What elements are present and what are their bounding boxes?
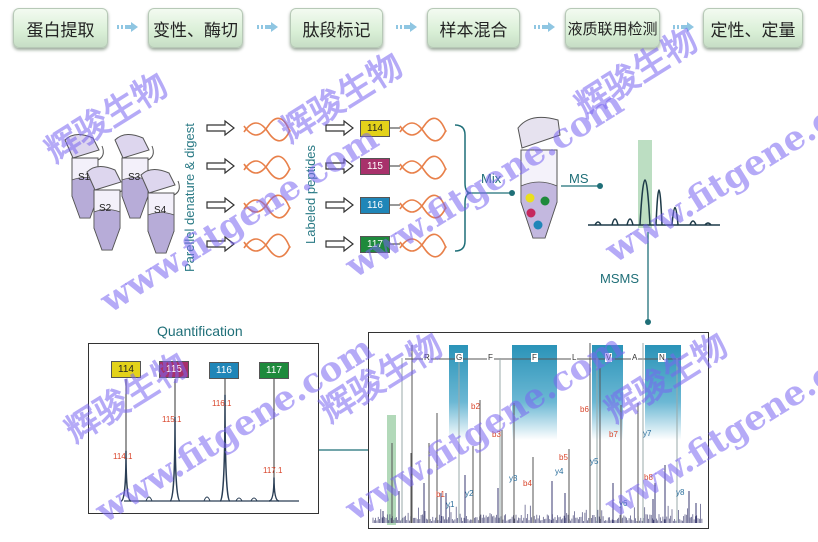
reporter-peak [268,477,280,502]
step-lcms-detection: 液质联用检测 [565,8,660,48]
peak-label: 116.1 [212,399,232,408]
minor-peak [203,496,211,502]
mixed-tube-icon [517,116,561,239]
fragment-ion-label: b1 [436,490,445,499]
reporter-peak [219,394,231,502]
fragment-ion-label: b6 [580,405,589,414]
reporter-peak [169,416,181,502]
sample-label: S1 [78,172,91,183]
flow-arrow-icon [117,22,138,32]
fragment-ion-label: y4 [555,467,564,476]
tag-116: 116 [360,197,390,214]
minor-peak [145,496,153,502]
amino-acid-label: L [571,353,578,362]
flow-arrow-icon [396,22,417,32]
fragment-ion-label: b5 [559,453,568,462]
quant-tag-116: 116 [209,362,239,379]
amino-acid-label: A [631,353,639,362]
peak-label: 114.1 [113,452,133,461]
fragment-ion-label: b8 [644,473,653,482]
sample-label: S2 [99,203,112,214]
reporter-ion-spectrum [120,379,299,502]
step-peptide-labeling: 肽段标记 [290,8,383,48]
fragment-ion-label: b3 [492,430,501,439]
sample-label: S3 [128,172,141,183]
peptide-wave-icons [243,117,447,258]
tag-117: 117 [360,236,390,253]
peak-label: 115.1 [162,415,182,424]
step-denature-digest: 变性、酶切 [148,8,243,48]
reporter-peak [120,450,132,502]
fragment-ion-label: y3 [509,474,518,483]
fragment-ion-label: y8 [676,488,685,497]
step-protein-extraction: 蛋白提取 [13,8,108,48]
fragment-ion-label: y5 [590,457,599,466]
flow-arrow-icon [257,22,278,32]
digest-label: Parellel denature & digest [182,123,197,272]
sample-label: S4 [154,205,167,216]
amino-acid-label: R [423,353,431,362]
mix-label: Mix [481,171,502,186]
ms-spectrum [588,179,720,226]
flow-arrow-icon [534,22,555,32]
fragment-ion-label: b7 [609,430,618,439]
quant-tag-115: 115 [159,361,189,378]
fragment-ion-label: b4 [523,479,532,488]
quantification-title: Quantification [157,323,243,339]
quant-tag-117: 117 [259,362,289,379]
amino-acid-label: F [487,353,494,362]
step-sample-mixing: 样本混合 [427,8,520,48]
amino-acid-label: N [658,353,666,362]
fragment-ion-label: y2 [465,489,474,498]
amino-acid-label: F [531,353,538,362]
quant-tag-114: 114 [111,361,141,378]
fragment-ion-label: y7 [643,429,652,438]
labeled-peptides-label: Labeled peptides [303,144,318,244]
tag-114: 114 [360,120,390,137]
ms-label: MS [569,171,589,186]
tag-115: 115 [360,158,390,175]
peak-label: 117.1 [263,466,283,475]
amino-acid-label: G [455,353,464,362]
amino-acid-label: V [605,353,613,362]
fragment-ion-label: y1 [446,500,455,509]
minor-peak [235,497,243,502]
quantification-panel: 114 115 116 117 114.1 115.1 116.1 117.1 [88,343,319,514]
fragment-spectrum [372,343,703,525]
minor-peak [250,497,258,502]
fragment-ion-label: y6 [619,499,628,508]
bracket [454,124,472,252]
msms-label: MSMS [600,271,639,286]
fragment-ion-label: b2 [471,402,480,411]
step-qualitative-quantitative: 定性、定量 [703,8,803,48]
flow-arrow-icon [673,22,694,32]
